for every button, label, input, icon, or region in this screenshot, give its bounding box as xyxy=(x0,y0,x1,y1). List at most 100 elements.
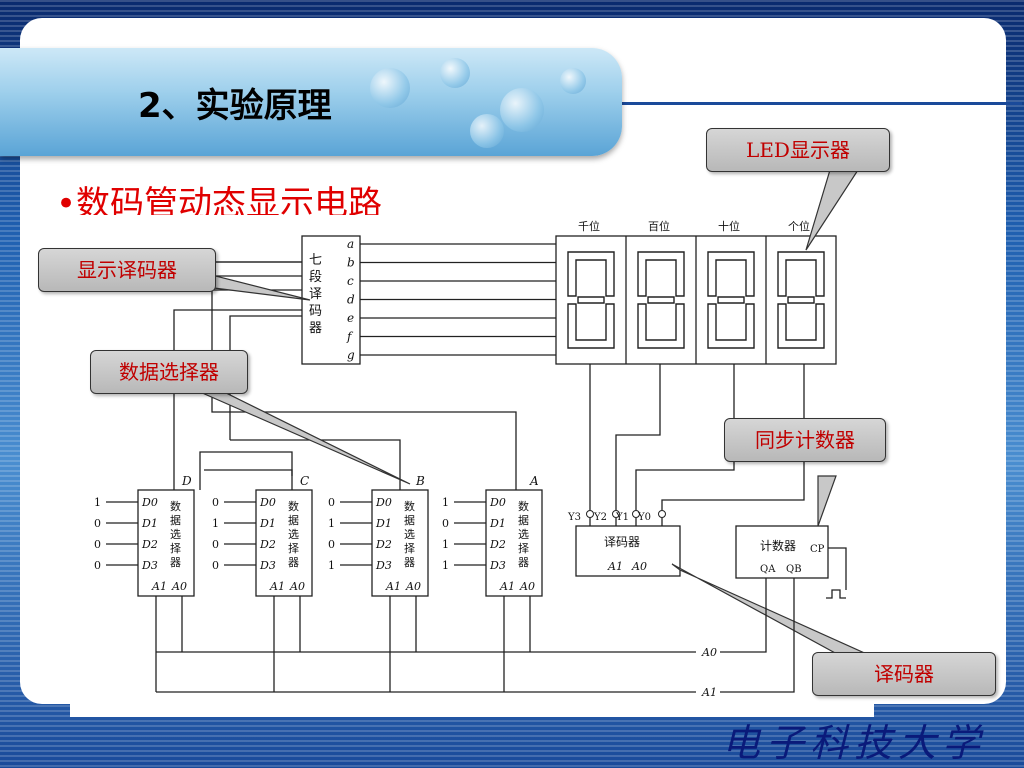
mux-output-wire xyxy=(230,439,401,490)
data-selector-input-label: D2 xyxy=(489,538,506,551)
data-selector-box xyxy=(137,489,195,597)
digit-position-label: 个位 xyxy=(788,219,810,233)
segment-decoder-label: 译 xyxy=(309,287,322,302)
decoder-output-bubble xyxy=(658,510,666,518)
data-selector-label: 选 xyxy=(518,528,529,541)
seven-segment-digit xyxy=(777,251,825,349)
data-selector-label: 据 xyxy=(404,513,415,527)
decoder-output-label: Y2 xyxy=(593,512,607,523)
molecule-decoration xyxy=(500,88,544,132)
segment-decoder-label: 段 xyxy=(309,270,322,285)
data-selector-select-label: A1 xyxy=(151,580,167,593)
data-selector-label: 选 xyxy=(288,528,299,541)
data-input-value: 0 xyxy=(212,496,219,509)
segment-decoder-box xyxy=(301,235,361,365)
counter-output-label: QB xyxy=(786,564,802,575)
segment-output-label: b xyxy=(347,256,355,270)
decoder-output-label: Y3 xyxy=(567,512,581,523)
data-input-value: 1 xyxy=(442,538,449,551)
data-selector-label: 选 xyxy=(404,528,415,541)
data-selector-name: A xyxy=(529,474,539,488)
data-selector-name: B xyxy=(415,474,425,488)
bus-label: A0 xyxy=(701,646,717,659)
molecule-decoration xyxy=(560,68,586,94)
data-selector-input-label: D3 xyxy=(141,559,158,572)
segment-output-label: e xyxy=(347,311,354,325)
data-input-value: 0 xyxy=(328,538,335,551)
data-input-value: 1 xyxy=(212,517,219,530)
data-input-value: 0 xyxy=(442,517,449,530)
data-input-value: 0 xyxy=(94,538,101,551)
data-selector-select-label: A1 xyxy=(385,580,401,593)
counter-output-label: QA xyxy=(760,564,776,575)
seven-segment-digit xyxy=(707,251,755,349)
data-input-value: 1 xyxy=(328,559,335,572)
data-selector-label: 选 xyxy=(170,528,181,541)
data-selector-label: 数 xyxy=(518,500,529,513)
data-selector-select-label: A1 xyxy=(269,580,285,593)
digit-position-label: 百位 xyxy=(648,219,670,233)
data-selector-input-label: D0 xyxy=(141,496,158,509)
digit-select-wire xyxy=(635,364,735,510)
decoder-output-label: Y0 xyxy=(637,512,651,523)
counter-output-wire xyxy=(720,578,767,653)
segment-output-label: g xyxy=(347,348,355,362)
segment-decoder-label: 码 xyxy=(309,304,322,319)
data-selector-input-label: D1 xyxy=(375,517,392,530)
data-selector-input-label: D2 xyxy=(259,538,276,551)
segment-decoder-label: 七 xyxy=(309,253,322,268)
data-input-value: 1 xyxy=(328,517,335,530)
segment-output-label: f xyxy=(346,330,354,344)
decoder-output-label: Y1 xyxy=(615,512,629,523)
mux-output-wire xyxy=(199,451,293,490)
data-selector-label: 数 xyxy=(170,500,181,513)
data-selector-input-label: D0 xyxy=(259,496,276,509)
data-selector-input-label: D0 xyxy=(489,496,506,509)
title-divider xyxy=(622,102,1022,105)
data-selector-label: 据 xyxy=(518,513,529,527)
decoder-box xyxy=(575,525,681,577)
data-selector-box xyxy=(485,489,543,597)
data-selector-name: C xyxy=(300,474,309,488)
counter-label: 计数器 xyxy=(760,538,796,553)
data-selector-select-label: A0 xyxy=(289,580,305,593)
data-input-value: 0 xyxy=(94,559,101,572)
data-selector-input-label: D1 xyxy=(259,517,276,530)
bus-label: A1 xyxy=(701,686,717,699)
data-selector-label: 器 xyxy=(288,556,299,569)
data-selector-label: 数 xyxy=(404,500,415,513)
counter-output-wire xyxy=(720,578,795,693)
university-logo: 电子科技大学 xyxy=(722,721,987,765)
data-input-value: 0 xyxy=(212,538,219,551)
callout-data-selector: 数据选择器 xyxy=(90,350,248,394)
data-selector-input-label: D2 xyxy=(141,538,158,551)
data-selector-label: 择 xyxy=(518,541,529,555)
data-selector-input-label: D0 xyxy=(375,496,392,509)
title-banner xyxy=(0,48,622,156)
molecule-decoration xyxy=(470,114,504,148)
seven-segment-digit xyxy=(567,251,615,349)
data-selector-input-label: D2 xyxy=(375,538,392,551)
segment-output-label: c xyxy=(347,274,354,288)
data-selector-select-label: A0 xyxy=(405,580,421,593)
data-input-value: 0 xyxy=(94,517,101,530)
decoder-output-bubble xyxy=(586,510,594,518)
data-selector-input-label: D3 xyxy=(375,559,392,572)
data-input-value: 0 xyxy=(328,496,335,509)
counter-clock-label: CP xyxy=(810,544,825,555)
molecule-decoration xyxy=(370,68,410,108)
data-selector-select-label: A0 xyxy=(519,580,535,593)
decoder-label: 译码器 xyxy=(604,535,640,549)
data-selector-input-label: D3 xyxy=(259,559,276,572)
data-selector-select-label: A1 xyxy=(499,580,515,593)
seven-segment-digit xyxy=(637,251,685,349)
digit-select-wire xyxy=(615,364,661,510)
data-input-value: 1 xyxy=(442,559,449,572)
data-selector-label: 择 xyxy=(404,541,415,555)
data-selector-label: 数 xyxy=(288,500,299,513)
data-selector-label: 器 xyxy=(404,556,415,569)
data-selector-name: D xyxy=(181,474,192,488)
callout-pointer xyxy=(817,475,837,527)
callout-decoder: 译码器 xyxy=(812,652,996,696)
